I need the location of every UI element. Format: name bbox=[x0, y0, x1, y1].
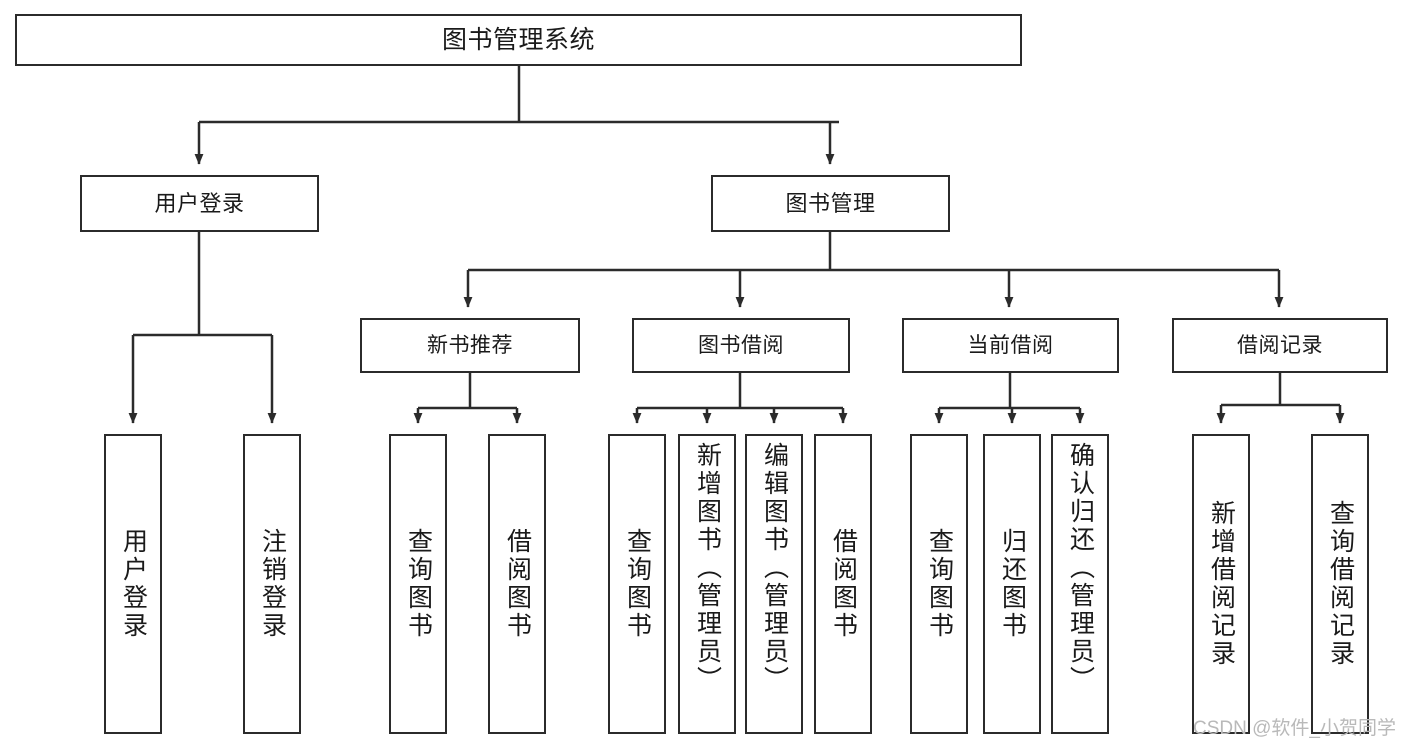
node-current-borrow-label: 当前借阅 bbox=[967, 334, 1054, 357]
csdn-watermark: CSDN @软件_小贺同学 bbox=[1193, 718, 1396, 739]
leaf-query-book-2-label: 查询图书 bbox=[623, 528, 652, 640]
leaf-confirm-return-label: 确认归还（管理员） bbox=[1066, 442, 1095, 694]
leaf-add-record-label: 新增借阅记录 bbox=[1207, 500, 1236, 668]
node-book-borrow[interactable]: 图书借阅 bbox=[632, 318, 850, 373]
leaf-confirm-return[interactable]: 确认归还（管理员） bbox=[1051, 434, 1109, 734]
node-book-borrow-label: 图书借阅 bbox=[698, 334, 784, 357]
leaf-query-book-3-label: 查询图书 bbox=[925, 528, 954, 640]
leaf-query-book-3[interactable]: 查询图书 bbox=[910, 434, 968, 734]
leaf-edit-book[interactable]: 编辑图书（管理员） bbox=[745, 434, 803, 734]
node-new-book-rec-label: 新书推荐 bbox=[427, 334, 513, 357]
leaf-add-record[interactable]: 新增借阅记录 bbox=[1192, 434, 1250, 734]
leaf-borrow-book-2[interactable]: 借阅图书 bbox=[814, 434, 872, 734]
leaf-borrow-book-2-label: 借阅图书 bbox=[829, 528, 858, 640]
leaf-query-record[interactable]: 查询借阅记录 bbox=[1311, 434, 1369, 734]
leaf-return-book-label: 归还图书 bbox=[998, 528, 1027, 640]
leaf-user-logout-label: 注销登录 bbox=[258, 528, 287, 640]
leaf-user-login[interactable]: 用户登录 bbox=[104, 434, 162, 734]
node-current-borrow[interactable]: 当前借阅 bbox=[902, 318, 1119, 373]
leaf-borrow-book-1[interactable]: 借阅图书 bbox=[488, 434, 546, 734]
node-user-login-label: 用户登录 bbox=[154, 190, 245, 216]
node-book-manage-label: 图书管理 bbox=[785, 190, 876, 216]
leaf-add-book[interactable]: 新增图书（管理员） bbox=[678, 434, 736, 734]
leaf-edit-book-label: 编辑图书（管理员） bbox=[760, 442, 789, 694]
leaf-query-book-2[interactable]: 查询图书 bbox=[608, 434, 666, 734]
leaf-query-book-1[interactable]: 查询图书 bbox=[389, 434, 447, 734]
node-borrow-record-label: 借阅记录 bbox=[1237, 334, 1323, 357]
leaf-borrow-book-1-label: 借阅图书 bbox=[503, 528, 532, 640]
node-borrow-record[interactable]: 借阅记录 bbox=[1172, 318, 1388, 373]
leaf-add-book-label: 新增图书（管理员） bbox=[693, 442, 722, 694]
node-book-manage[interactable]: 图书管理 bbox=[711, 175, 950, 232]
leaf-return-book[interactable]: 归还图书 bbox=[983, 434, 1041, 734]
leaf-user-login-label: 用户登录 bbox=[119, 528, 148, 640]
node-user-login[interactable]: 用户登录 bbox=[80, 175, 319, 232]
leaf-query-book-1-label: 查询图书 bbox=[404, 528, 433, 640]
leaf-user-logout[interactable]: 注销登录 bbox=[243, 434, 301, 734]
leaf-query-record-label: 查询借阅记录 bbox=[1326, 500, 1355, 668]
node-root[interactable]: 图书管理系统 bbox=[15, 14, 1022, 66]
node-root-label: 图书管理系统 bbox=[441, 25, 595, 54]
node-new-book-rec[interactable]: 新书推荐 bbox=[360, 318, 580, 373]
